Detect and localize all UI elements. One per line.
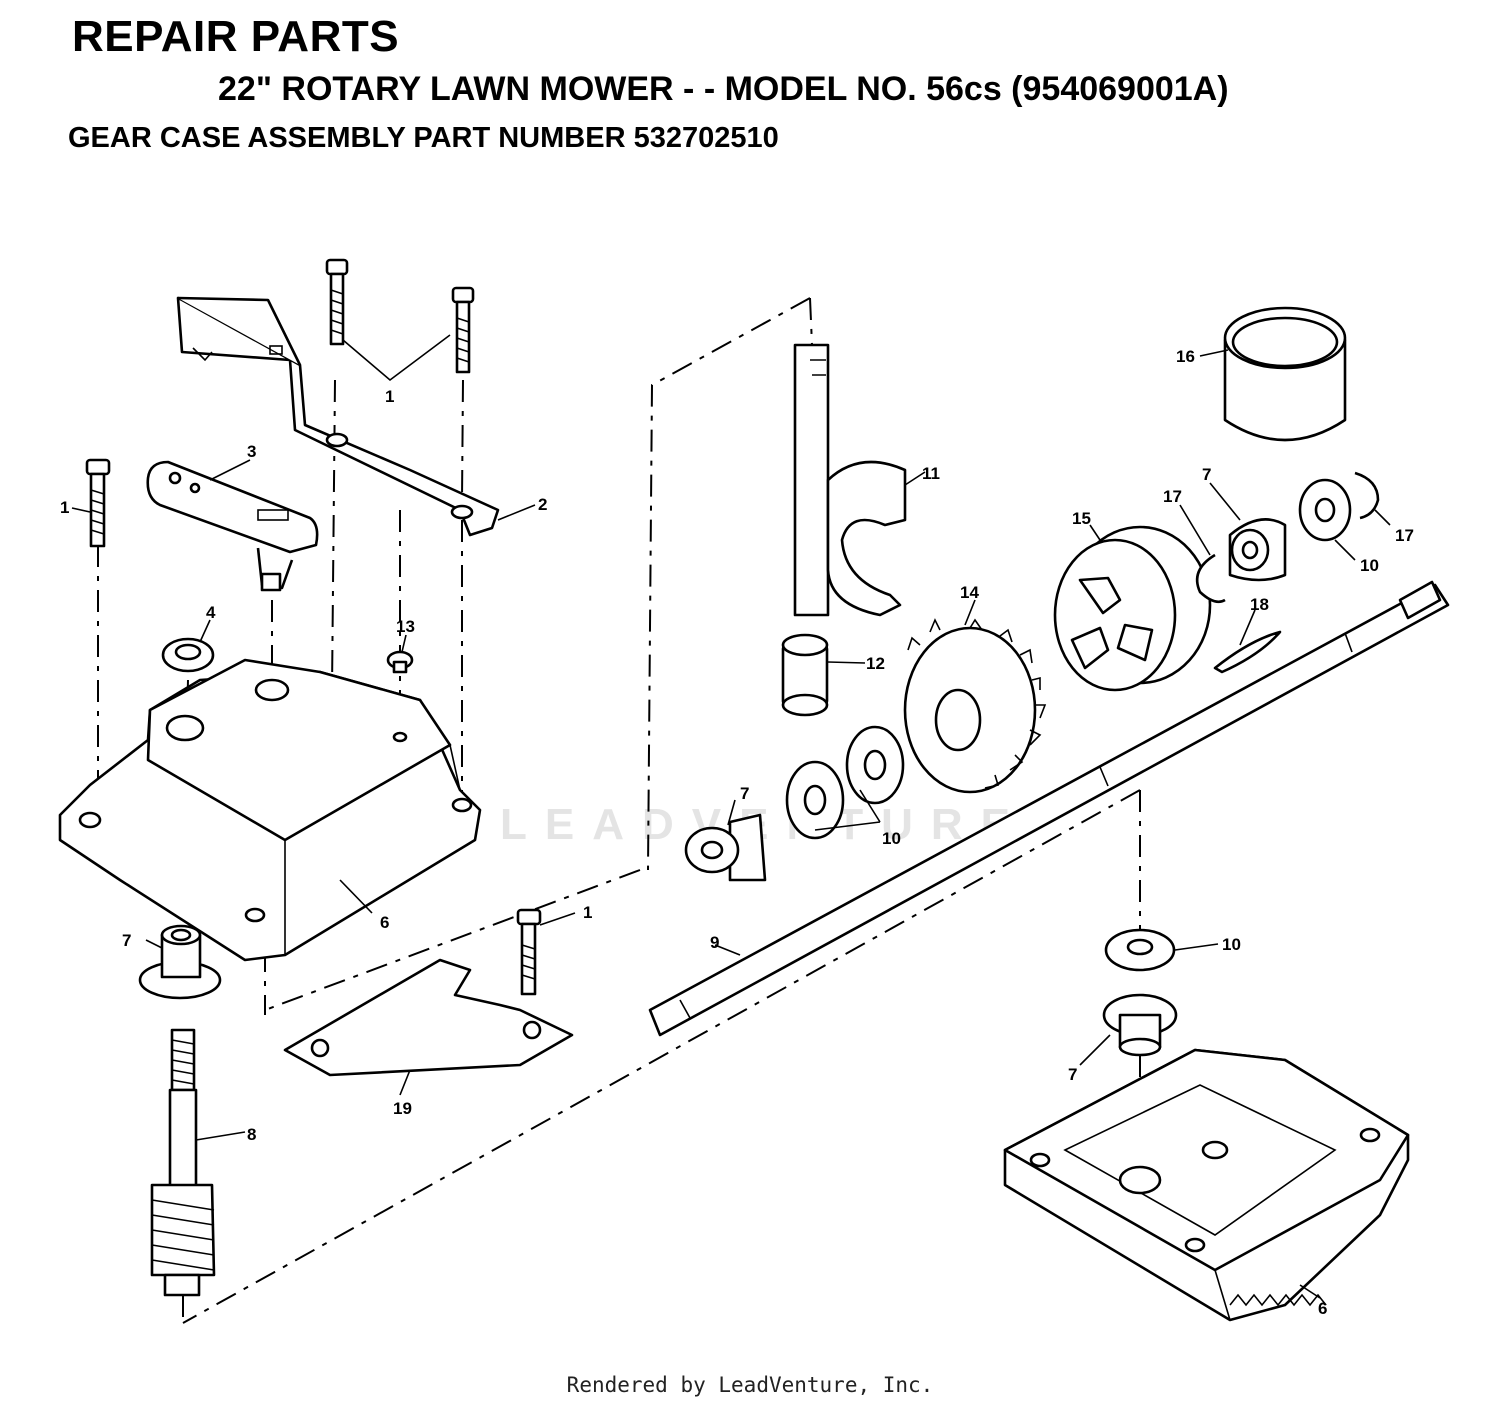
part-18-key: [1213, 630, 1282, 674]
part-10-washer: [1298, 478, 1352, 542]
callout-10: 10: [1360, 556, 1379, 575]
callout-1: 1: [60, 498, 69, 517]
callout-7: 7: [122, 931, 131, 950]
part-4-washer: [161, 637, 215, 673]
callout-8: 8: [247, 1125, 256, 1144]
callout-12: 12: [866, 654, 885, 673]
part-2-bracket: [176, 296, 500, 537]
part-11-shift-fork: [793, 343, 907, 617]
part-8-worm-shaft: [150, 1028, 216, 1297]
callout-15: 15: [1072, 509, 1091, 528]
part-9-shaft: [648, 580, 1450, 1037]
callout-7: 7: [740, 784, 749, 803]
part-7-bushing: [138, 924, 222, 1000]
callout-1: 1: [583, 903, 592, 922]
callout-leaders: [71, 349, 1391, 1299]
part-7-bushing: [1102, 993, 1178, 1057]
part-1-bolt: [516, 908, 542, 996]
callout-19: 19: [393, 1099, 412, 1118]
callout-10: 10: [882, 829, 901, 848]
part-15-clutch: [1053, 525, 1212, 692]
callout-4: 4: [206, 603, 216, 622]
callout-17: 17: [1163, 487, 1182, 506]
part-17-clip: [1354, 471, 1380, 520]
part-6-lower-gear-case: [1003, 1048, 1410, 1322]
part-1-bolt: [85, 458, 111, 548]
part-1-bolt: [325, 258, 349, 346]
part-7-bushing: [684, 813, 767, 882]
part-6-upper-gear-case: [58, 658, 482, 962]
part-10-washer: [1104, 928, 1176, 972]
part-3-lever: [146, 460, 319, 592]
callout-18: 18: [1250, 595, 1269, 614]
callout-6: 6: [1318, 1299, 1327, 1318]
callout-11: 11: [922, 464, 940, 483]
callout-6: 6: [380, 913, 389, 932]
callout-1: 1: [385, 387, 394, 406]
callout-16: 16: [1176, 347, 1195, 366]
part-16-cup: [1223, 306, 1347, 442]
leader-line: [342, 334, 451, 382]
part-14-gear: [903, 618, 1047, 794]
callout-numbers: 1 1 1 2 3 4 6 6 7 7 7 7 8 9 10 10 10 11 …: [60, 347, 1414, 1318]
callout-7: 7: [1068, 1065, 1077, 1084]
footer-credit: Rendered by LeadVenture, Inc.: [566, 1373, 934, 1397]
part-7-bushing: [1228, 518, 1287, 582]
callout-14: 14: [960, 583, 979, 602]
callout-10: 10: [1222, 935, 1241, 954]
part-17-clip: [1195, 553, 1226, 604]
part-10-washer: [845, 725, 905, 805]
callout-2: 2: [538, 495, 547, 514]
callout-17: 17: [1395, 526, 1414, 545]
callout-9: 9: [710, 933, 719, 952]
part-13-plug: [386, 650, 414, 674]
model-subtitle: 22" ROTARY LAWN MOWER - - MODEL NO. 56cs…: [218, 70, 1229, 108]
assembly-part-number: GEAR CASE ASSEMBLY PART NUMBER 532702510: [68, 122, 779, 154]
part-12-bushing: [781, 633, 829, 717]
callout-7: 7: [1202, 465, 1211, 484]
callout-3: 3: [247, 442, 256, 461]
part-1-bolt: [451, 286, 475, 374]
part-10-washer: [785, 760, 845, 840]
page-title: REPAIR PARTS: [72, 12, 400, 61]
part-19-plate: [283, 958, 574, 1077]
callout-13: 13: [396, 617, 415, 636]
